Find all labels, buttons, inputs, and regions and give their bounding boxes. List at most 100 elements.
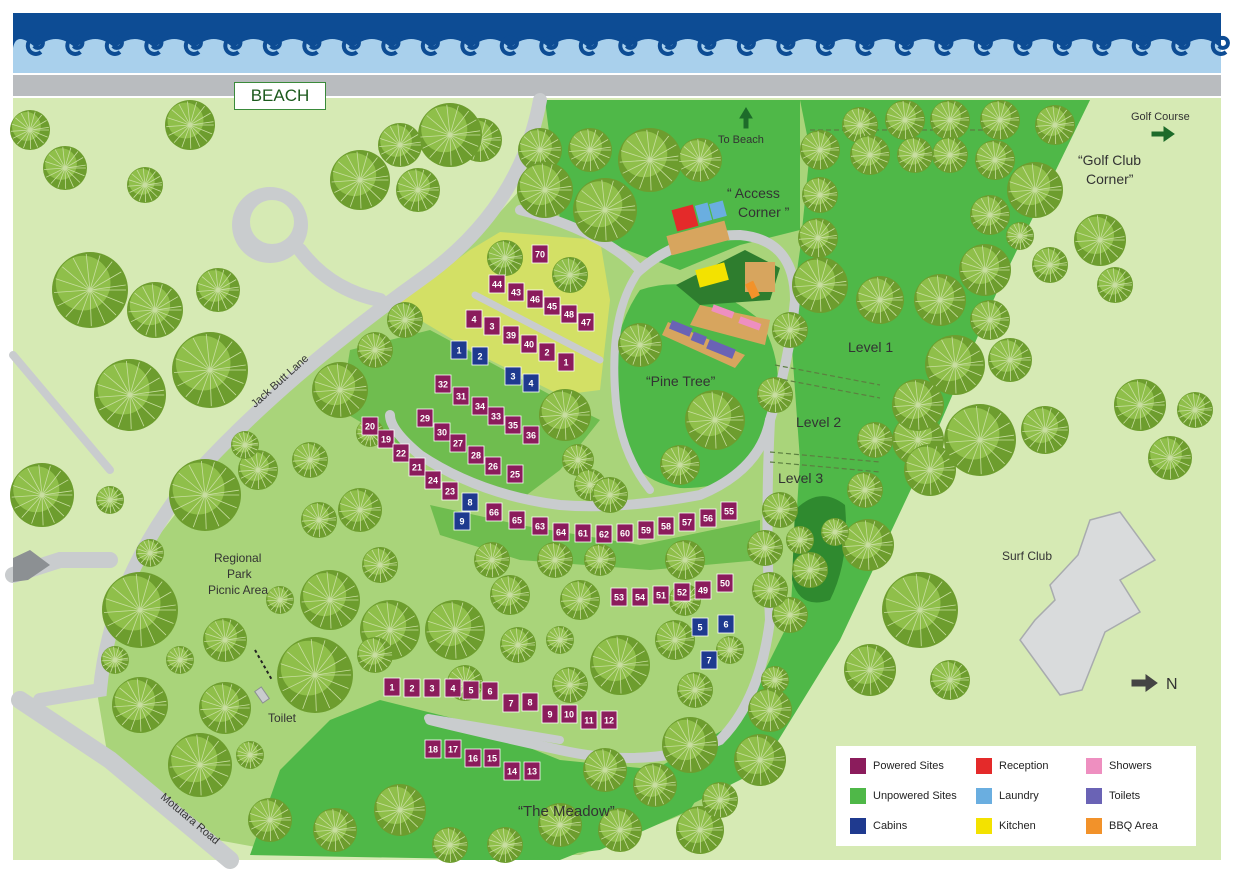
powered-site-1[interactable]: 1: [383, 677, 401, 697]
powered-site-7[interactable]: 7: [502, 693, 520, 713]
powered-site-23[interactable]: 23: [441, 481, 459, 501]
powered-site-56[interactable]: 56: [699, 508, 717, 528]
powered-site-65[interactable]: 65: [508, 510, 526, 530]
site-number: 63: [535, 522, 545, 532]
powered-site-54[interactable]: 54: [631, 587, 649, 607]
golf-course-label: Golf Course: [1131, 111, 1190, 123]
powered-site-4[interactable]: 4: [444, 678, 462, 698]
tree: [560, 580, 600, 620]
powered-site-2[interactable]: 2: [403, 678, 421, 698]
tree: [685, 390, 745, 450]
powered-site-51[interactable]: 51: [652, 585, 670, 605]
powered-site-16[interactable]: 16: [464, 748, 482, 768]
powered-site-46[interactable]: 46: [526, 289, 544, 309]
powered-site-43[interactable]: 43: [507, 282, 525, 302]
site-number: 27: [453, 439, 463, 449]
wave-curl: [973, 35, 993, 56]
cabin-4[interactable]: 4: [522, 373, 540, 393]
powered-site-53[interactable]: 53: [610, 587, 628, 607]
cabin-2[interactable]: 2: [471, 346, 489, 366]
site-number: 9: [547, 710, 552, 720]
cabin-6[interactable]: 6: [717, 614, 735, 634]
powered-site-63[interactable]: 63: [531, 516, 549, 536]
powered-site-5[interactable]: 5: [462, 680, 480, 700]
powered-site-30[interactable]: 30: [433, 422, 451, 442]
powered-site-27[interactable]: 27: [449, 433, 467, 453]
powered-site-47[interactable]: 47: [577, 312, 595, 332]
wave-curl: [578, 35, 598, 56]
powered-site-6[interactable]: 6: [481, 681, 499, 701]
powered-site-52[interactable]: 52: [673, 582, 691, 602]
powered-site-29[interactable]: 29: [416, 408, 434, 428]
powered-site-24[interactable]: 24: [424, 470, 442, 490]
powered-site-11[interactable]: 11: [580, 710, 598, 730]
powered-site-18[interactable]: 18: [424, 739, 442, 759]
legend-swatch: [976, 788, 992, 804]
cabin-1[interactable]: 1: [450, 340, 468, 360]
powered-site-20[interactable]: 20: [361, 416, 379, 436]
powered-site-25[interactable]: 25: [506, 464, 524, 484]
powered-site-49[interactable]: 49: [694, 580, 712, 600]
tree: [199, 682, 251, 734]
powered-site-61[interactable]: 61: [574, 523, 592, 543]
powered-site-48[interactable]: 48: [560, 304, 578, 324]
powered-site-58[interactable]: 58: [657, 516, 675, 536]
site-number: 1: [456, 346, 461, 356]
tree: [847, 472, 883, 508]
powered-site-40[interactable]: 40: [520, 334, 538, 354]
powered-site-3[interactable]: 3: [483, 316, 501, 336]
powered-site-66[interactable]: 66: [485, 502, 503, 522]
powered-site-45[interactable]: 45: [543, 296, 561, 316]
powered-site-15[interactable]: 15: [483, 748, 501, 768]
powered-site-2[interactable]: 2: [538, 342, 556, 362]
site-number: 15: [487, 754, 497, 764]
powered-site-62[interactable]: 62: [595, 524, 613, 544]
powered-site-64[interactable]: 64: [552, 522, 570, 542]
powered-site-26[interactable]: 26: [484, 456, 502, 476]
west-building: [13, 550, 50, 582]
powered-site-55[interactable]: 55: [720, 501, 738, 521]
powered-site-13[interactable]: 13: [523, 761, 541, 781]
powered-site-70[interactable]: 70: [531, 244, 549, 264]
powered-site-21[interactable]: 21: [408, 457, 426, 477]
powered-site-60[interactable]: 60: [616, 523, 634, 543]
legend-swatch: [850, 758, 866, 774]
cabin-8[interactable]: 8: [461, 492, 479, 512]
powered-site-32[interactable]: 32: [434, 374, 452, 394]
powered-site-36[interactable]: 36: [522, 425, 540, 445]
cabin-7[interactable]: 7: [700, 650, 718, 670]
powered-site-33[interactable]: 33: [487, 406, 505, 426]
powered-site-9[interactable]: 9: [541, 704, 559, 724]
cabin-3[interactable]: 3: [504, 366, 522, 386]
powered-site-4[interactable]: 4: [465, 309, 483, 329]
powered-site-12[interactable]: 12: [600, 710, 618, 730]
site-number: 3: [510, 372, 515, 382]
site-number: 7: [508, 699, 513, 709]
powered-site-50[interactable]: 50: [716, 573, 734, 593]
powered-site-34[interactable]: 34: [471, 396, 489, 416]
powered-site-28[interactable]: 28: [467, 445, 485, 465]
powered-site-31[interactable]: 31: [452, 386, 470, 406]
powered-site-8[interactable]: 8: [521, 692, 539, 712]
powered-site-14[interactable]: 14: [503, 761, 521, 781]
powered-site-59[interactable]: 59: [637, 520, 655, 540]
tree: [102, 572, 178, 648]
tree: [1035, 105, 1075, 145]
powered-site-3[interactable]: 3: [423, 678, 441, 698]
legend-item-cabins: Cabins: [850, 818, 976, 834]
legend-swatch: [850, 788, 866, 804]
powered-site-10[interactable]: 10: [560, 704, 578, 724]
powered-site-39[interactable]: 39: [502, 325, 520, 345]
tree: [248, 798, 292, 842]
powered-site-19[interactable]: 19: [377, 429, 395, 449]
powered-site-22[interactable]: 22: [392, 443, 410, 463]
cabin-5[interactable]: 5: [691, 617, 709, 637]
powered-site-1[interactable]: 1: [557, 352, 575, 372]
powered-site-17[interactable]: 17: [444, 739, 462, 759]
tree: [546, 626, 574, 654]
powered-site-44[interactable]: 44: [488, 274, 506, 294]
powered-site-57[interactable]: 57: [678, 512, 696, 532]
cabin-9[interactable]: 9: [453, 511, 471, 531]
powered-site-35[interactable]: 35: [504, 415, 522, 435]
